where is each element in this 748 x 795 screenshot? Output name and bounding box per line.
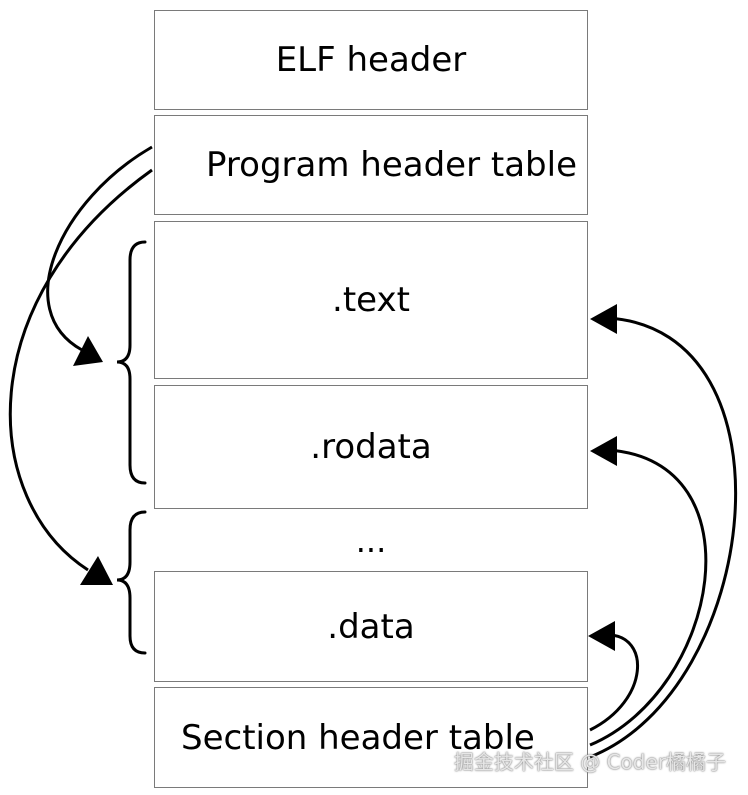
program-header-to-text-arrowhead — [73, 336, 103, 366]
segment-brace-lower — [116, 510, 147, 655]
section-header-table-label: Section header table — [181, 717, 535, 758]
section-header-to-data-arrowhead — [588, 621, 615, 651]
section-header-table-box: Section header table — [154, 687, 588, 788]
text-section-label: .text — [332, 280, 410, 320]
program-header-to-data-arrow-line — [8, 168, 153, 572]
data-section-label: .data — [327, 606, 415, 647]
section-header-to-rodata-arrowhead — [590, 436, 617, 466]
program-header-to-text-arrow-line — [46, 145, 153, 352]
program-header-table-label: Program header table — [206, 145, 577, 185]
rodata-section-label: .rodata — [310, 427, 432, 467]
segment-brace-upper — [116, 240, 147, 485]
elf-header-label: ELF header — [275, 40, 467, 80]
section-header-to-rodata-arrow-line — [589, 448, 708, 747]
elf-header-box: ELF header — [154, 10, 588, 110]
section-header-to-text-arrowhead — [590, 304, 617, 334]
program-header-to-data-arrowhead — [80, 556, 113, 585]
data-section-box: .data — [154, 571, 588, 682]
program-header-table-box: Program header table — [154, 115, 588, 215]
section-header-to-data-arrow-line — [589, 633, 639, 732]
section-header-to-text-arrow-line — [589, 316, 738, 759]
rodata-section-box: .rodata — [154, 385, 588, 509]
ellipsis: ... — [154, 516, 588, 566]
watermark: 掘金技术社区 @ Coder橘橘子 — [453, 750, 726, 774]
ellipsis-label: ... — [355, 522, 387, 560]
text-section-box: .text — [154, 221, 588, 379]
